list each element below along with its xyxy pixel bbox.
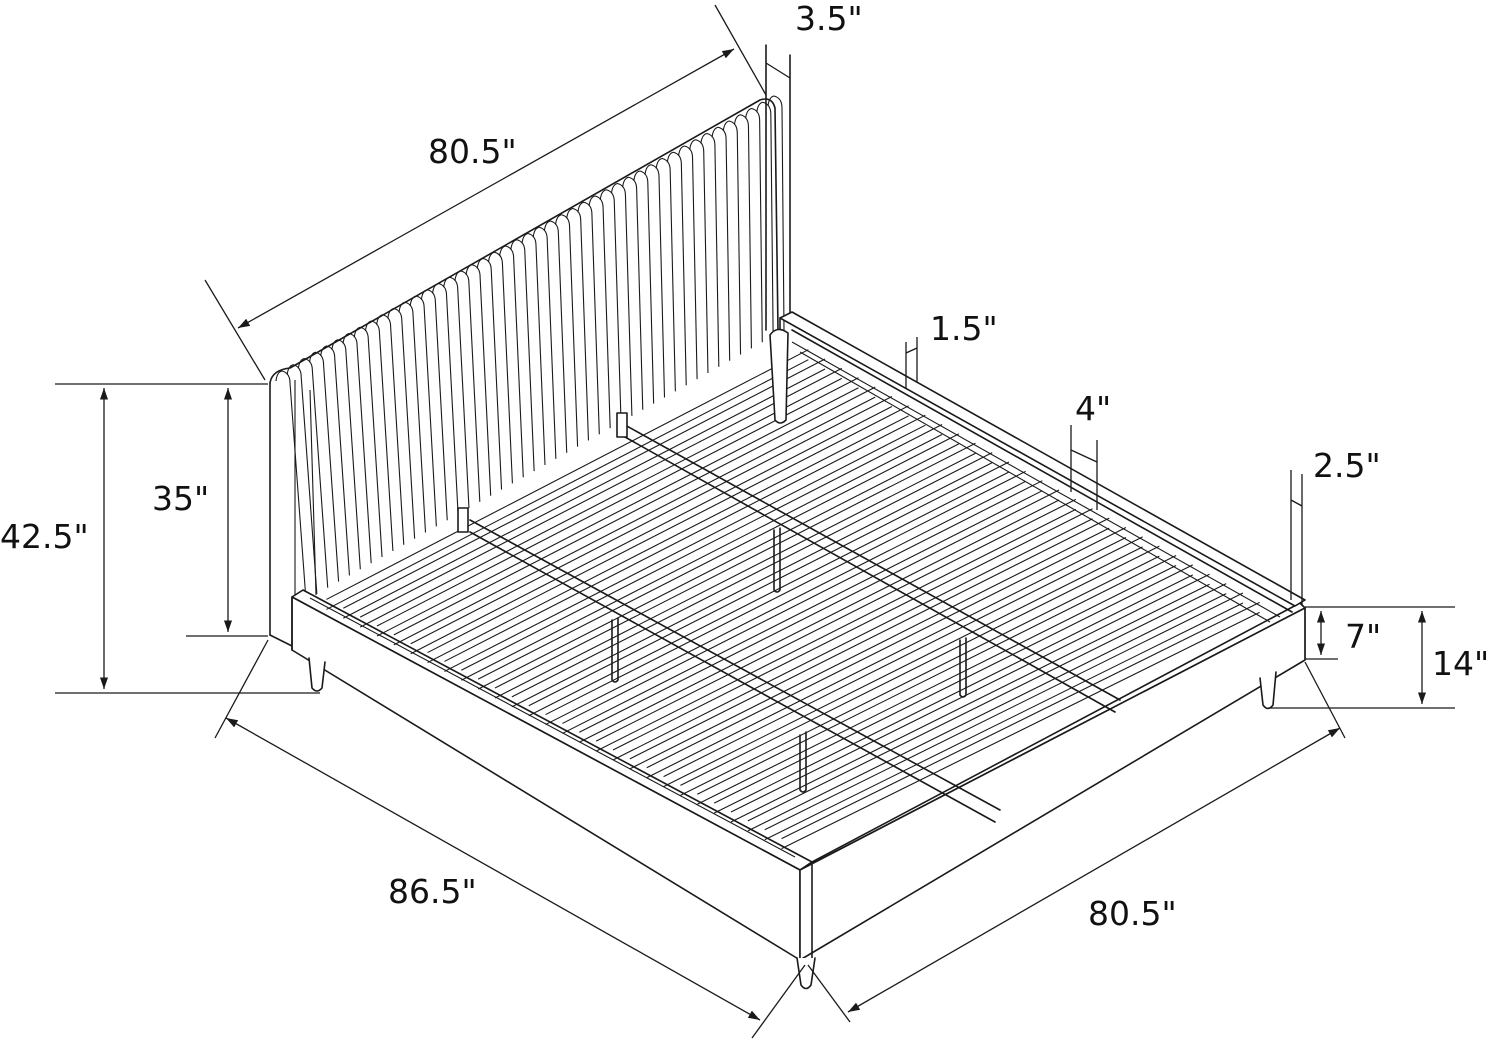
label-floor-to-top: 14" [1432,644,1489,683]
bed-legs [308,328,1277,990]
headboard-channel-tufting [275,95,785,601]
label-footboard-rail-thickness: 2.5" [1313,446,1381,485]
label-headboard-width: 80.5" [428,132,517,171]
label-headboard-height: 35" [152,479,209,518]
label-frame-height: 7" [1345,617,1381,656]
label-overall-length: 86.5" [388,872,477,911]
label-headboard-depth: 3.5" [795,0,863,38]
label-side-rail-inset: 4" [1075,389,1111,428]
label-overall-width: 80.5" [1088,894,1177,933]
bed-slats [326,349,1260,850]
label-side-rail-thickness: 1.5" [930,309,998,348]
label-total-height: 42.5" [0,517,89,556]
